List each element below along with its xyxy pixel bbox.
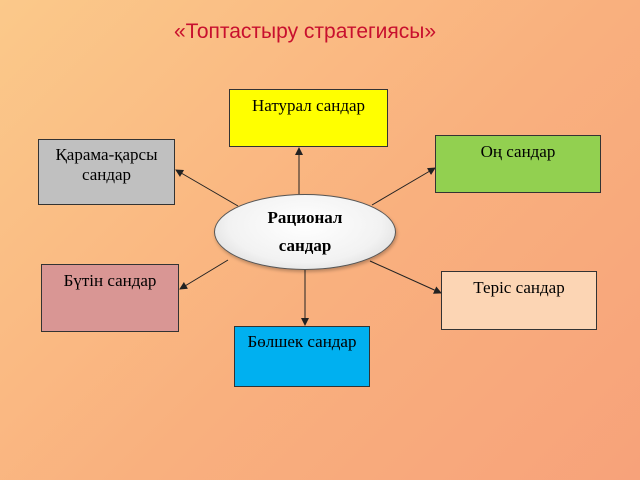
box-label: Бүтін сандар: [63, 271, 157, 290]
center-label-line1: Рационал: [267, 208, 343, 227]
box-label: Қарама-қарсы сандар: [55, 145, 158, 184]
box-opposite-numbers: Қарама-қарсы сандар: [38, 139, 175, 205]
arrow-to-top-left: [175, 169, 239, 207]
arrow-to-middle-right: [369, 260, 442, 294]
arrow-to-top-right: [371, 167, 436, 206]
box-label: Бөлшек сандар: [247, 332, 357, 351]
box-integers: Бүтін сандар: [41, 264, 179, 332]
box-label: Натурал сандар: [251, 96, 366, 115]
center-label-line2: сандар: [278, 236, 332, 255]
box-fractions: Бөлшек сандар: [234, 326, 370, 387]
box-positive-numbers: Оң сандар: [435, 135, 601, 193]
arrow-to-middle-left: [179, 259, 229, 290]
box-label: Оң сандар: [480, 142, 556, 161]
page-title: «Топтастыру стратегиясы»: [173, 20, 437, 43]
center-ellipse-rational-numbers: Рационал сандар: [214, 194, 396, 270]
box-natural-numbers: Натурал сандар: [229, 89, 388, 147]
box-negative-numbers: Теріс сандар: [441, 271, 597, 330]
box-label: Теріс сандар: [473, 278, 565, 297]
